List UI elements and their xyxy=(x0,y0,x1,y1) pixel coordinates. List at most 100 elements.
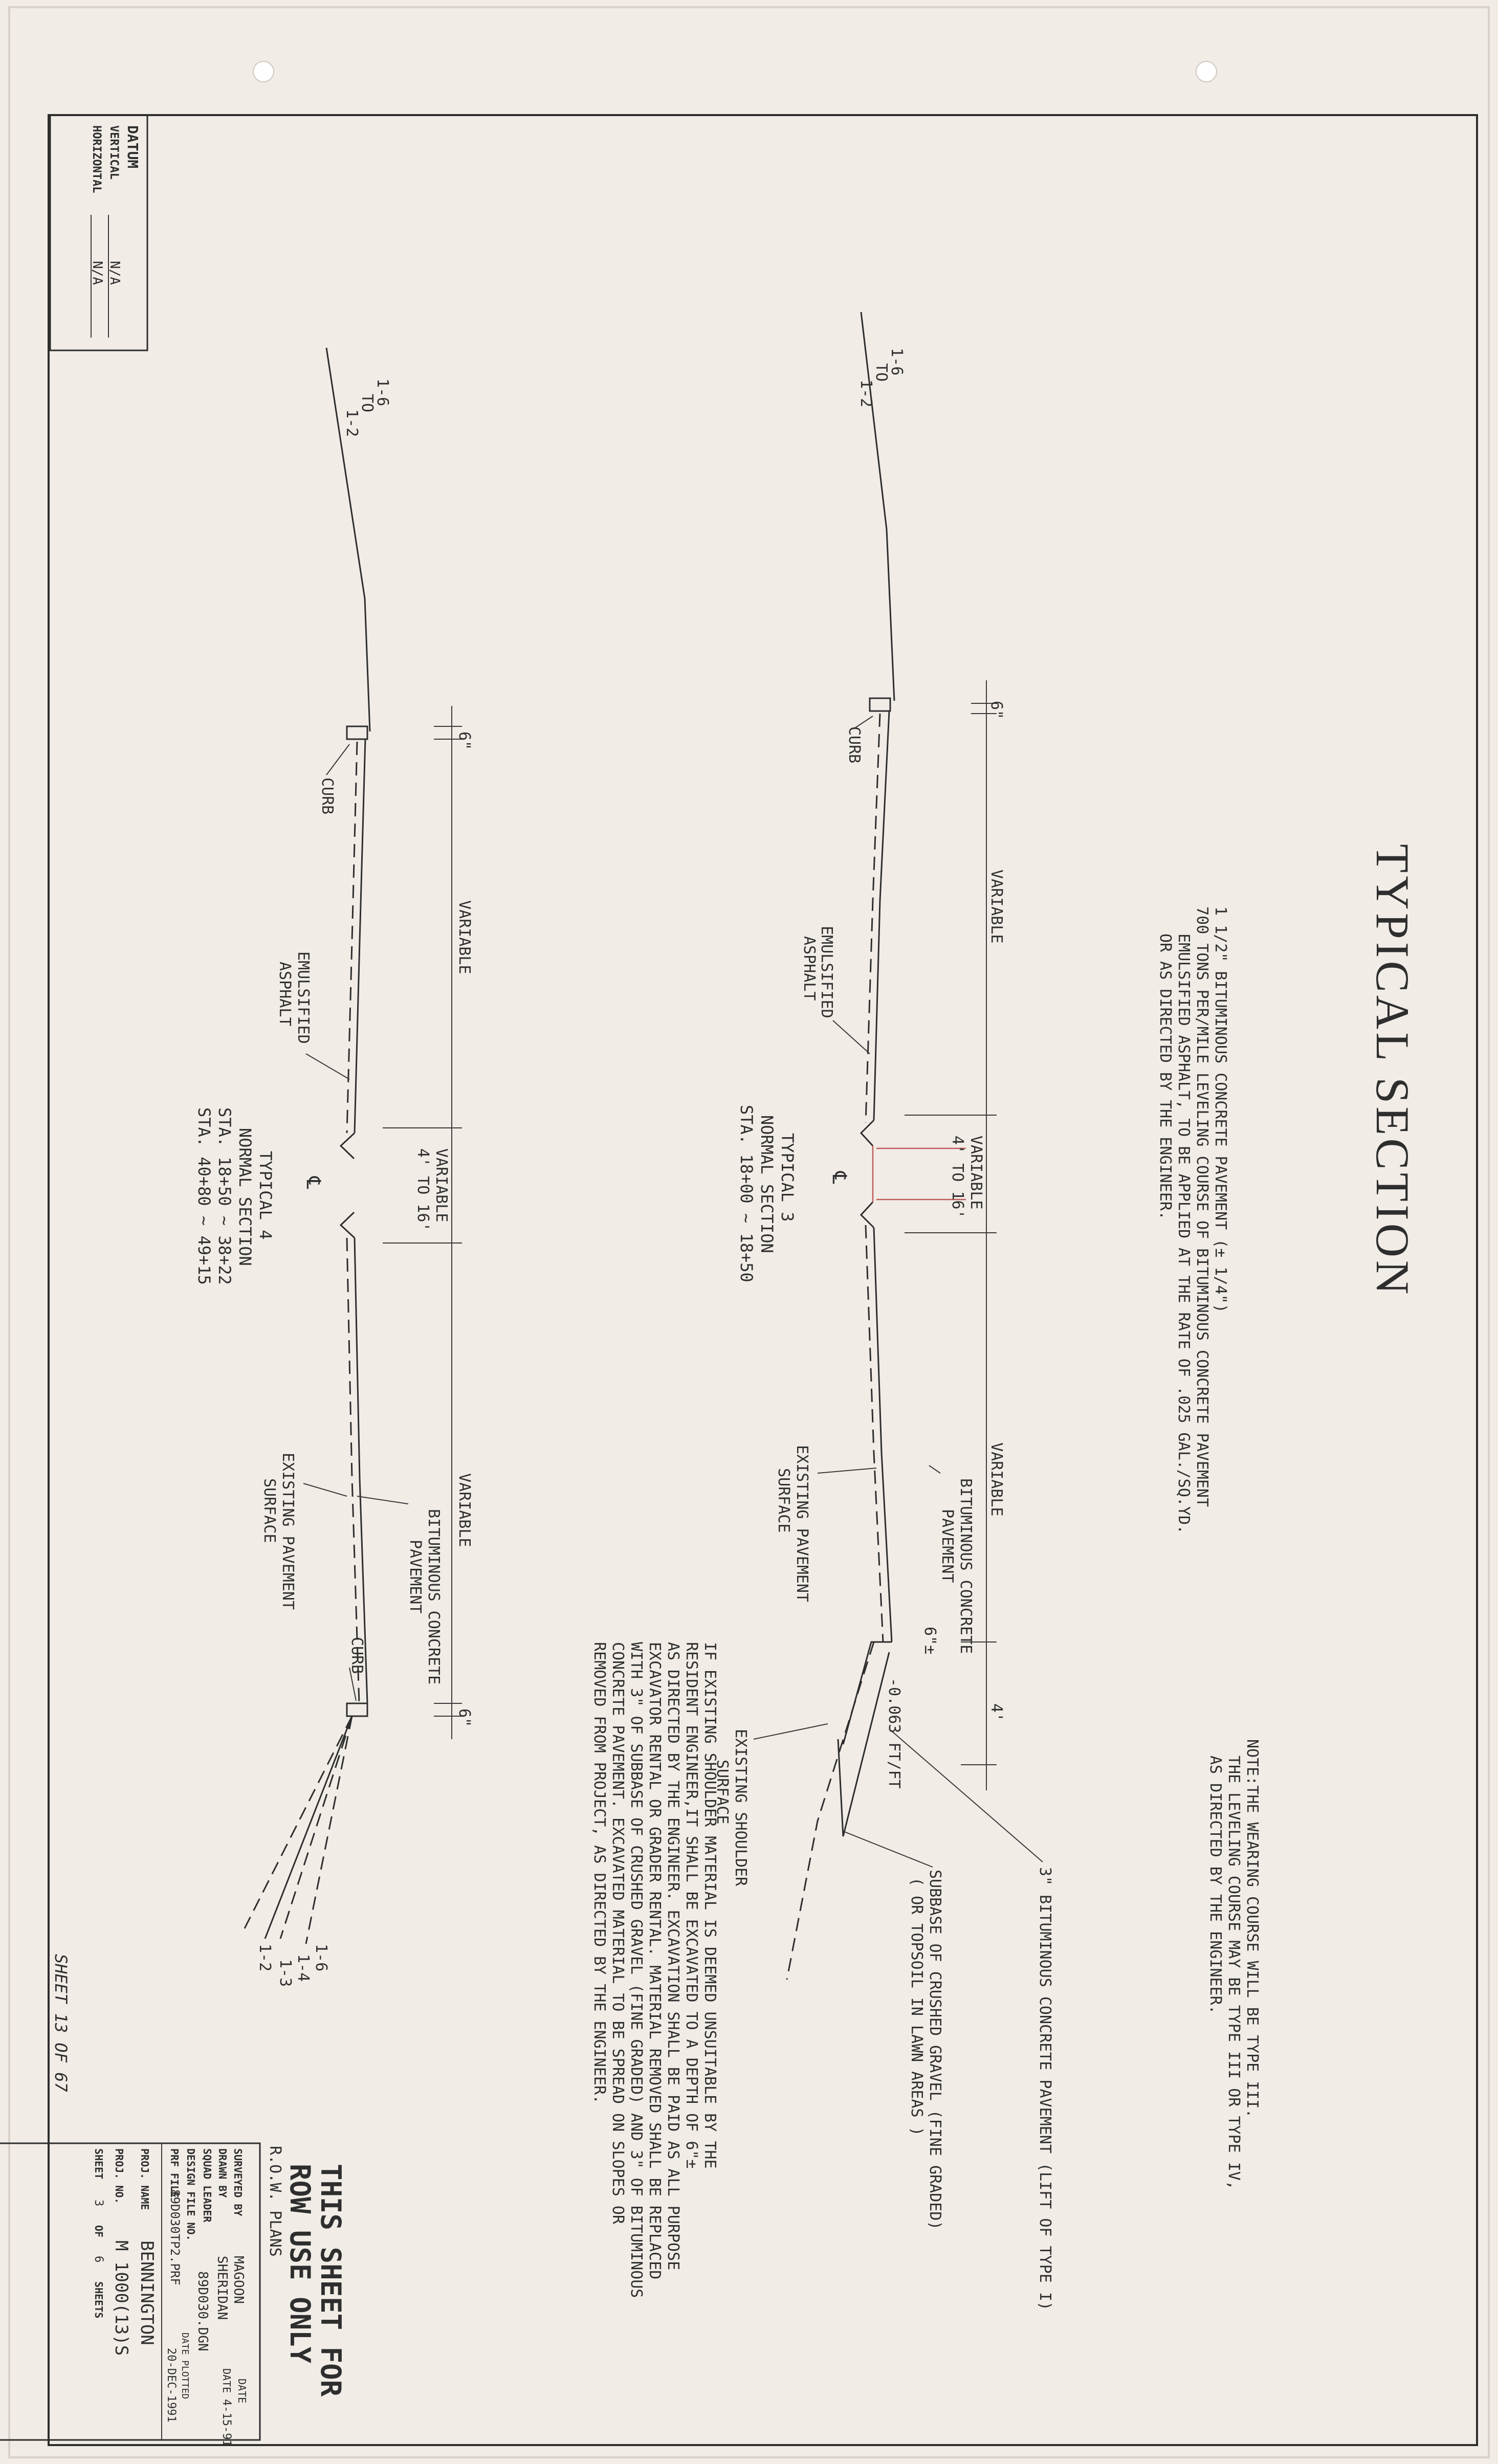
title-block: THIS SHEET FOR ROW USE ONLY R.O.W. PLANS… xyxy=(0,2142,347,2447)
section3-centerline: ℄ xyxy=(828,1171,851,1184)
svg-text:RESIDENT ENGINEER,IT SHALL BE: RESIDENT ENGINEER,IT SHALL BE EXCAVATED … xyxy=(682,1642,700,2169)
drawing-border xyxy=(48,114,1478,2446)
svg-text:PRF FILE: PRF FILE xyxy=(168,2148,181,2197)
typical-section-3: 1-6 TO 1-2 xyxy=(713,312,1054,2311)
section3-curb xyxy=(869,697,891,712)
section4-emulsified-line-right xyxy=(346,1237,360,1704)
svg-text:WITH 3" OF SUBBASE OF CRUSHED: WITH 3" OF SUBBASE OF CRUSHED GRAVEL (FI… xyxy=(627,1642,645,2298)
section4-side-slope-left xyxy=(325,347,371,732)
section4-name: TYPICAL 4 xyxy=(256,1151,275,1239)
svg-text:SURVEYED BY: SURVEYED BY xyxy=(232,2148,244,2216)
svg-text:20-DEC-1991: 20-DEC-1991 xyxy=(165,2348,178,2423)
svg-text:OF: OF xyxy=(93,2225,105,2237)
section4-emulsified-line xyxy=(346,741,358,1134)
svg-text:VARIABLE: VARIABLE xyxy=(455,900,473,974)
svg-text:SHEETS: SHEETS xyxy=(93,2281,105,2318)
svg-text:THIS SHEET FOR: THIS SHEET FOR xyxy=(315,2164,347,2397)
note-shoulder-excavation: IF EXISTING SHOULDER MATERIAL IS DEEMED … xyxy=(590,1642,719,2298)
svg-text:ROW USE ONLY: ROW USE ONLY xyxy=(284,2164,316,2364)
section4-median-left xyxy=(339,1132,356,1160)
section3-dim-left: VARIABLE xyxy=(987,870,1005,944)
svg-text:M 1000(13)S: M 1000(13)S xyxy=(111,2240,131,2356)
svg-text:1 1/2" BITUMINOUS CONCRETE PAV: 1 1/2" BITUMINOUS CONCRETE PAVEMENT (± 1… xyxy=(1211,906,1229,1313)
section4-median-right xyxy=(339,1211,356,1239)
svg-text:EXISTING PAVEMENT: EXISTING PAVEMENT xyxy=(793,1445,811,1602)
svg-text:VARIABLE: VARIABLE xyxy=(432,1148,450,1223)
section3-pavement-surface-right xyxy=(873,1227,893,1642)
svg-text:VERTICAL: VERTICAL xyxy=(107,125,120,180)
svg-text:1-4: 1-4 xyxy=(294,1954,312,1982)
svg-text:CURB: CURB xyxy=(318,778,336,814)
svg-text:DATE PLOTTED: DATE PLOTTED xyxy=(180,2333,190,2399)
svg-text:PAVEMENT: PAVEMENT xyxy=(406,1540,424,1614)
svg-text:STA. 18+00 ~ 18+50: STA. 18+00 ~ 18+50 xyxy=(737,1105,756,1282)
rotated-drawing: TYPICAL SECTION NOTE:THE WEARING COURSE … xyxy=(0,114,1419,2447)
svg-text:OR AS DIRECTED BY THE ENGINEER: OR AS DIRECTED BY THE ENGINEER. xyxy=(1156,934,1174,1220)
section3-side-slope-left xyxy=(860,312,895,701)
svg-text:ASPHALT: ASPHALT xyxy=(276,962,294,1026)
section4-centerline: ℄ xyxy=(302,1176,325,1189)
svg-text:DRAWN BY: DRAWN BY xyxy=(216,2148,229,2197)
section3-name: TYPICAL 3 xyxy=(778,1133,797,1222)
svg-text:STA. 40+80 ~ 49+15: STA. 40+80 ~ 49+15 xyxy=(194,1107,214,1285)
section3-dim-center: VARIABLE xyxy=(967,1136,985,1210)
svg-text:4' TO 16': 4' TO 16' xyxy=(949,1136,966,1219)
section4-pavement-surface xyxy=(354,739,366,1134)
svg-text:89D030.DGN: 89D030.DGN xyxy=(195,2271,210,2351)
svg-text:SURFACE: SURFACE xyxy=(260,1478,278,1543)
row-plans-heading: R.O.W. PLANS xyxy=(266,2146,284,2257)
section3-shoulder xyxy=(842,1641,892,1745)
svg-text:3: 3 xyxy=(92,2200,105,2206)
svg-text:TO: TO xyxy=(358,394,376,412)
svg-text:NOTE:THE WEARING COURSE WILL B: NOTE:THE WEARING COURSE WILL BE TYPE III… xyxy=(1243,1739,1261,2118)
svg-text:AS DIRECTED BY THE ENGINEER.: AS DIRECTED BY THE ENGINEER. xyxy=(1206,1756,1224,2014)
section3-dim-shoulder: 4' xyxy=(987,1703,1005,1722)
svg-text:6": 6" xyxy=(455,1708,473,1727)
note-pavement: 1 1/2" BITUMINOUS CONCRETE PAVEMENT (± 1… xyxy=(1156,906,1229,1534)
punch-hole-left xyxy=(253,61,274,82)
section4-pavement-surface-right xyxy=(354,1237,368,1704)
section3-pavement-surface xyxy=(873,711,890,1121)
section3-shoulder-dash xyxy=(786,1641,875,1980)
svg-text:THE LEVELING COURSE MAY BE TYP: THE LEVELING COURSE MAY BE TYPE III OR T… xyxy=(1225,1756,1243,2190)
svg-text:1-3: 1-3 xyxy=(276,1959,294,1987)
section4-curb-right xyxy=(346,1702,368,1717)
svg-text:MAGOON: MAGOON xyxy=(231,2256,246,2304)
paper-edge xyxy=(8,6,1490,2458)
sheet-count-note: SHEET 13 OF 67 xyxy=(51,1954,71,2092)
svg-text:SQUAD LEADER: SQUAD LEADER xyxy=(201,2148,213,2223)
svg-text:1-6: 1-6 xyxy=(888,348,906,375)
svg-text:EXCAVATOR RENTAL OR GRADER REN: EXCAVATOR RENTAL OR GRADER RENTAL. MATER… xyxy=(646,1642,664,2279)
svg-text:BITUMINOUS CONCRETE: BITUMINOUS CONCRETE xyxy=(957,1478,975,1654)
svg-text:STA. 18+50 ~ 38+22: STA. 18+50 ~ 38+22 xyxy=(215,1107,234,1285)
svg-text:PAVEMENT: PAVEMENT xyxy=(938,1509,956,1583)
svg-text:SHERIDAN: SHERIDAN xyxy=(214,2256,230,2320)
datum-box: DATUM VERTICAL N/A HORIZONTAL N/A xyxy=(49,114,148,351)
punch-hole-right xyxy=(1196,61,1217,82)
svg-text:NORMAL SECTION: NORMAL SECTION xyxy=(757,1115,777,1253)
svg-text:700 TONS PER/MILE LEVELING COU: 700 TONS PER/MILE LEVELING COURSE OF BIT… xyxy=(1193,906,1211,1507)
svg-text:EXISTING PAVEMENT: EXISTING PAVEMENT xyxy=(279,1453,297,1610)
svg-text:N/A: N/A xyxy=(90,261,105,285)
svg-text:SUBBASE OF CRUSHED GRAVEL (FIN: SUBBASE OF CRUSHED GRAVEL (FINE GRADED) xyxy=(926,1870,944,2230)
svg-text:1-2: 1-2 xyxy=(343,409,361,437)
svg-text:VARIABLE: VARIABLE xyxy=(455,1473,473,1547)
svg-text:TO: TO xyxy=(872,363,890,382)
svg-text:EMULSIFIED ASPHALT, TO BE APPL: EMULSIFIED ASPHALT, TO BE APPLIED AT THE… xyxy=(1175,934,1193,1534)
note-wearing-course: NOTE:THE WEARING COURSE WILL BE TYPE III… xyxy=(1206,1739,1261,2190)
page-title: TYPICAL SECTION xyxy=(1367,844,1419,1297)
section3-emulsified-line-right xyxy=(865,1225,884,1642)
row-use-stamp: THIS SHEET FOR ROW USE ONLY xyxy=(284,2164,347,2397)
section3-dim-right: VARIABLE xyxy=(987,1442,1005,1517)
svg-text:IF EXISTING SHOULDER MATERIAL: IF EXISTING SHOULDER MATERIAL IS DEEMED … xyxy=(701,1642,719,2169)
svg-text:1-2: 1-2 xyxy=(857,380,875,407)
datum-heading: DATUM xyxy=(124,125,141,168)
svg-text:4-15-91: 4-15-91 xyxy=(220,2399,233,2447)
svg-text:1-6: 1-6 xyxy=(312,1944,330,1971)
svg-text:1-6: 1-6 xyxy=(373,379,391,406)
svg-text:PROJ. NAME: PROJ. NAME xyxy=(139,2148,151,2210)
section3-dim-curb: 6" xyxy=(987,701,1005,719)
svg-text:EMULSIFIED: EMULSIFIED xyxy=(294,951,312,1044)
